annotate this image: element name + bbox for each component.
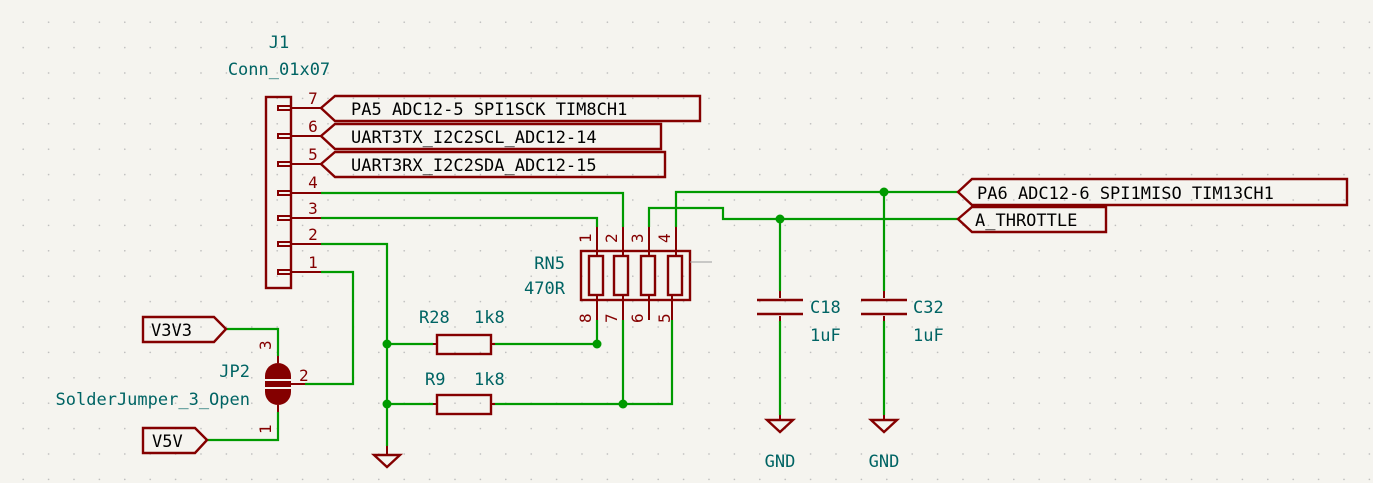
j1-pin-number: 6 [308, 117, 318, 136]
rn5-pin-number: 7 [602, 313, 621, 323]
svg-text:UART3TX_I2C2SCL_ADC12-14: UART3TX_I2C2SCL_ADC12-14 [351, 128, 597, 148]
ground-label: GND [765, 452, 796, 472]
j1-pins [277, 105, 321, 275]
r28-value: 1k8 [474, 308, 505, 328]
global-label-pa5[interactable]: PA5 ADC12-5 SPI1SCK TIM8CH1 [319, 94, 702, 123]
rn5-pin-number: 4 [655, 233, 674, 243]
rn5-reference: RN5 [534, 254, 565, 274]
resistor-r9[interactable]: R9 1k8 [425, 370, 505, 416]
j1-reference: J1 [269, 33, 289, 53]
junction-dot [775, 214, 785, 224]
rn5-pin-number: 3 [628, 233, 647, 243]
global-label-uart3rx[interactable]: UART3RX_I2C2SDA_ADC12-15 [319, 150, 667, 179]
svg-text:A_THROTTLE: A_THROTTLE [975, 211, 1077, 231]
solder-jumper-jp2[interactable]: JP2 SolderJumper_3_Open 3 2 1 [56, 340, 309, 434]
rn5-pin-number: 6 [628, 313, 647, 323]
svg-text:PA6 ADC12-6 SPI1MISO TIM13CH1: PA6 ADC12-6 SPI1MISO TIM13CH1 [977, 184, 1274, 204]
rn5-value: 470R [524, 279, 566, 299]
global-label-throttle[interactable]: A_THROTTLE [956, 205, 1108, 234]
ground-symbol-c32[interactable]: GND [867, 415, 901, 472]
junction-dot [382, 339, 392, 349]
global-label-pa6[interactable]: PA6 ADC12-6 SPI1MISO TIM13CH1 [956, 177, 1349, 207]
c18-reference: C18 [810, 298, 841, 318]
ground-label: GND [869, 452, 900, 472]
jp2-pin-number: 2 [299, 366, 309, 385]
junctions [382, 187, 889, 409]
global-label-uart3tx[interactable]: UART3TX_I2C2SCL_ADC12-14 [319, 122, 663, 151]
junction-dot [592, 339, 602, 349]
jp2-pin-number: 1 [256, 424, 275, 434]
r28-reference: R28 [419, 308, 450, 328]
j1-value: Conn_01x07 [228, 60, 330, 80]
svg-text:V5V: V5V [152, 432, 183, 452]
capacitor-c32[interactable]: C32 1uF [861, 291, 944, 346]
j1-pin-number: 1 [308, 253, 318, 272]
c18-value: 1uF [810, 326, 841, 346]
rn5-pin-number: 5 [655, 313, 674, 323]
jp2-value: SolderJumper_3_Open [56, 390, 250, 410]
junction-dot [382, 399, 392, 409]
j1-pin-number: 7 [308, 89, 318, 108]
global-label-v3v3[interactable]: V3V3 [141, 315, 228, 344]
ground-symbol-c18[interactable]: GND [763, 415, 797, 472]
rn5-pin-number: 1 [576, 233, 595, 243]
resistor-network-rn5[interactable]: RN5 470R 1 2 3 4 8 7 6 5 [524, 227, 712, 323]
jp2-pin-number: 3 [256, 340, 275, 350]
j1-pin-number: 5 [308, 145, 318, 164]
rn5-pin-number: 2 [602, 233, 621, 243]
j1-pin-number: 3 [308, 199, 318, 218]
capacitor-c18[interactable]: C18 1uF [757, 291, 841, 346]
r9-reference: R9 [425, 370, 445, 390]
junction-dot [879, 187, 889, 197]
ground-symbol[interactable] [370, 446, 404, 469]
junction-dot [618, 399, 628, 409]
r9-value: 1k8 [474, 370, 505, 390]
svg-text:PA5 ADC12-5 SPI1SCK TIM8CH1: PA5 ADC12-5 SPI1SCK TIM8CH1 [351, 100, 627, 120]
connector-j1[interactable]: J1 Conn_01x07 7 6 5 4 3 2 1 [228, 33, 330, 290]
svg-text:UART3RX_I2C2SDA_ADC12-15: UART3RX_I2C2SDA_ADC12-15 [351, 156, 597, 176]
svg-text:V3V3: V3V3 [151, 321, 192, 341]
j1-pin-number: 4 [308, 173, 318, 192]
rn5-body [579, 249, 692, 302]
rn5-pin-number: 8 [576, 313, 595, 323]
rn5-top-pin-numbers: 1 2 3 4 [576, 233, 674, 243]
global-label-v5v[interactable]: V5V [141, 426, 209, 455]
jp2-reference: JP2 [219, 362, 250, 382]
j1-pin-number: 2 [308, 225, 318, 244]
c32-reference: C32 [913, 298, 944, 318]
rn5-bottom-pin-numbers: 8 7 6 5 [576, 313, 674, 323]
resistor-r28[interactable]: R28 1k8 [419, 308, 505, 356]
c32-value: 1uF [913, 326, 944, 346]
